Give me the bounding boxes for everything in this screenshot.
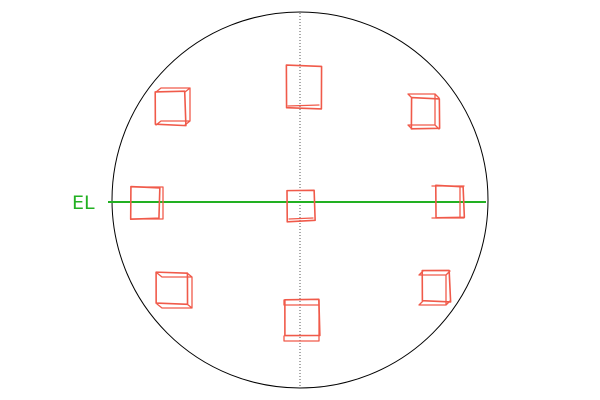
cube-depth-edges bbox=[130, 186, 164, 220]
cube-front-face bbox=[410, 96, 441, 130]
cube-depth-edges bbox=[407, 93, 440, 130]
cube-front-face bbox=[154, 90, 187, 127]
cube-depth-edges bbox=[418, 270, 451, 306]
cube-depth-edges bbox=[287, 104, 320, 107]
cube-upper-right bbox=[407, 93, 441, 130]
cube-front-face bbox=[421, 269, 452, 303]
cube-front-face bbox=[285, 64, 323, 110]
cube-depth-edges bbox=[155, 87, 191, 126]
cube-bottom bbox=[283, 298, 321, 342]
cube-depth-edges bbox=[283, 299, 320, 342]
cube-sketches bbox=[129, 64, 466, 342]
cube-front-face bbox=[286, 189, 316, 223]
cube-depth-edges bbox=[431, 185, 465, 219]
cube-middle-left bbox=[129, 185, 164, 220]
eye-level-label: EL bbox=[72, 192, 95, 214]
cube-center bbox=[286, 189, 316, 223]
cube-lower-right bbox=[418, 269, 452, 306]
cube-middle-right bbox=[431, 184, 466, 219]
cube-front-face bbox=[284, 298, 321, 337]
cube-depth-edges bbox=[156, 272, 193, 309]
cube-depth-edges bbox=[288, 217, 314, 220]
cube-top bbox=[285, 64, 323, 110]
cube-lower-left bbox=[155, 271, 193, 309]
cube-upper-left bbox=[154, 87, 191, 127]
picture-plane-circle bbox=[111, 11, 489, 389]
